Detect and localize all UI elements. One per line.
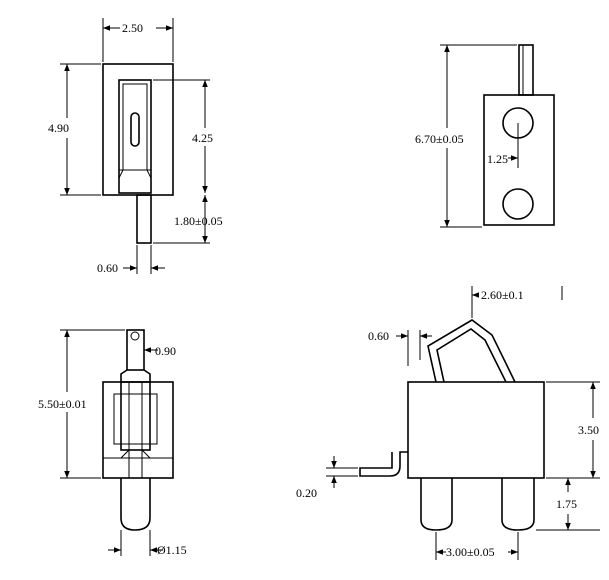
- pin-right: [501, 478, 535, 531]
- dim-slot-height: 4.25: [192, 131, 213, 145]
- dim-height-overall: 6.70±0.05: [415, 132, 464, 146]
- dim-height-overall: 4.90: [48, 121, 69, 135]
- view-bottom-left: 5.50±0.01 0.90 Ø1.15: [38, 329, 187, 557]
- dim-lever-thickness: 0.60: [368, 329, 389, 343]
- dim-pin-width: 0.60: [97, 261, 118, 275]
- dim-height-overall: 5.50±0.01: [38, 397, 87, 411]
- top-tab: [126, 329, 145, 371]
- lever-outer: [427, 319, 516, 383]
- slot-inner: [122, 83, 148, 171]
- view-top-right: 6.70±0.05 1.25: [415, 44, 555, 228]
- dim-tab-width: 0.90: [155, 344, 176, 358]
- inner-frame: [120, 381, 151, 451]
- body-outline: [407, 381, 545, 479]
- pin-left: [420, 478, 453, 531]
- dim-width: 2.50: [122, 21, 143, 35]
- lever-inner: [436, 328, 507, 383]
- slot-frame: [118, 79, 152, 194]
- view-bottom-right: 2.60±0.1 0.60 3.50 1.75 3.00±0.05 0.20: [296, 286, 600, 560]
- hole-lower: [502, 188, 534, 220]
- dim-pin-length: 1.75: [556, 497, 577, 511]
- dim-body-height: 3.50: [578, 423, 599, 437]
- dim-pin-spacing: 3.00±0.05: [446, 545, 495, 559]
- lead: [359, 451, 408, 477]
- pin: [136, 194, 152, 244]
- pin-round: [120, 478, 151, 531]
- view-top-left: 2.50 4.90 4.25 1.80±0.05 0.60: [48, 18, 223, 275]
- dim-lever-span: 2.60±0.1: [481, 288, 524, 302]
- dim-pin-diameter: Ø1.15: [157, 543, 187, 557]
- dim-lead-thickness: 0.20: [296, 486, 317, 500]
- dim-pin-length: 1.80±0.05: [174, 214, 223, 228]
- dim-hole-spacing: 1.25: [487, 152, 508, 166]
- pin: [518, 44, 534, 96]
- slot-oval: [130, 112, 140, 147]
